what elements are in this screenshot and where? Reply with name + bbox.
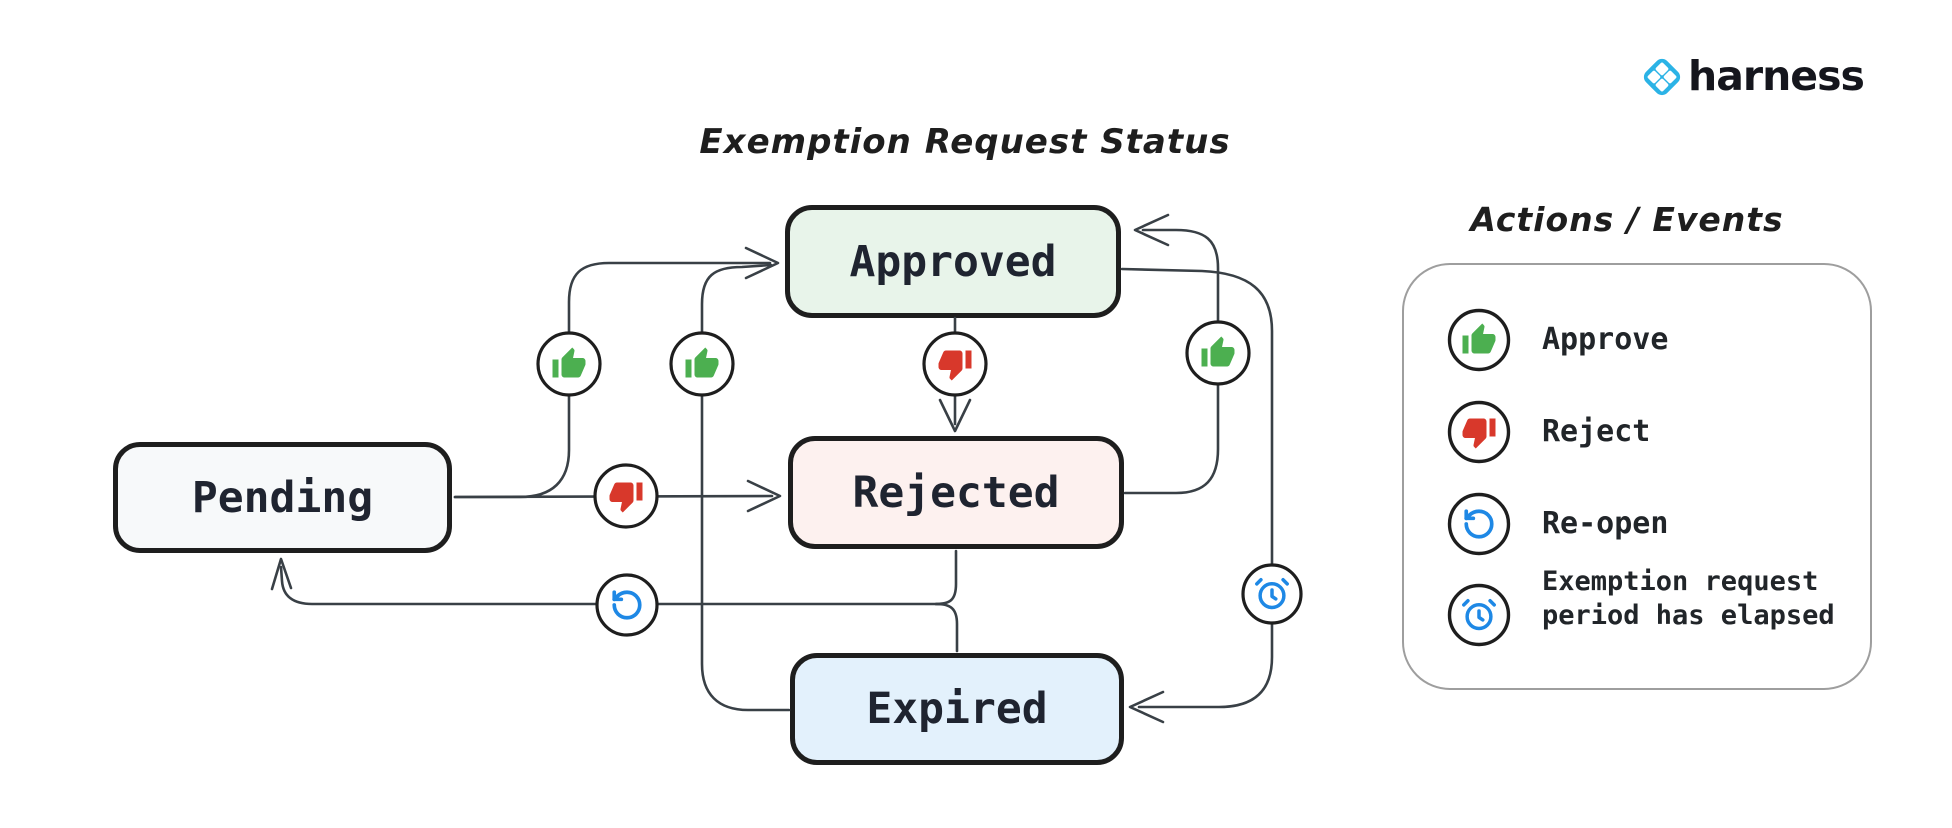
state-label-rejected: Rejected bbox=[852, 467, 1060, 518]
thumbs-down-icon bbox=[1447, 400, 1511, 464]
legend-label: Exemption request period has elapsed bbox=[1542, 566, 1835, 631]
edge-expired-reopen-branch bbox=[934, 602, 959, 653]
edge-reopen-pending bbox=[279, 565, 942, 606]
thumbs-up-icon bbox=[685, 347, 719, 378]
legend-panel: Approve Reject Re-open Exemption request… bbox=[1402, 263, 1872, 690]
edge-pending-rejected bbox=[453, 494, 774, 499]
thumbs-up-icon bbox=[1447, 308, 1511, 372]
state-node-approved: Approved bbox=[785, 205, 1121, 318]
badge-reject-from-pending bbox=[593, 463, 659, 529]
state-label-pending: Pending bbox=[191, 472, 374, 523]
edge-pending-approved bbox=[453, 261, 772, 499]
arrowhead-into-expired-right bbox=[1128, 690, 1165, 724]
edge-rejected-approved bbox=[1123, 228, 1220, 495]
thumbs-up-icon bbox=[1201, 336, 1235, 367]
arrowhead-into-rejected-left bbox=[746, 479, 782, 513]
badge-approve-from-pending bbox=[536, 331, 602, 397]
badge-reject-from-approved bbox=[922, 331, 988, 397]
badge-approve-from-expired bbox=[669, 331, 735, 397]
rotate-ccw-icon bbox=[1447, 492, 1511, 556]
edge-approved-expired bbox=[1120, 267, 1274, 709]
brand-harness: harness bbox=[1639, 51, 1865, 100]
brand-wordmark: harness bbox=[1688, 51, 1865, 100]
diagram-title: Exemption Request Status bbox=[699, 122, 1231, 162]
thumbs-down-icon bbox=[609, 482, 643, 513]
edge-expired-approved bbox=[700, 263, 791, 712]
edge-rejected-reopen-branch bbox=[934, 549, 958, 606]
rotate-ccw-icon bbox=[612, 590, 642, 620]
arrowhead-into-pending-bottom bbox=[270, 557, 293, 591]
badge-period-elapsed bbox=[1241, 563, 1303, 625]
alarm-clock-icon bbox=[1447, 583, 1511, 647]
legend-label: Re-open bbox=[1542, 506, 1669, 541]
state-label-approved: Approved bbox=[849, 236, 1057, 287]
legend-label: Approve bbox=[1542, 322, 1669, 357]
thumbs-up-icon bbox=[552, 347, 586, 378]
arrowhead-into-approved-right bbox=[1133, 213, 1170, 247]
arrowhead-into-rejected-top bbox=[938, 398, 972, 433]
alarm-clock-icon bbox=[1255, 578, 1289, 610]
arrowhead-into-approved-left bbox=[744, 246, 780, 280]
thumbs-down-icon bbox=[938, 350, 972, 381]
state-node-pending: Pending bbox=[113, 442, 452, 553]
legend-label: Reject bbox=[1542, 414, 1651, 449]
state-label-expired: Expired bbox=[866, 684, 1048, 734]
legend-title: Actions / Events bbox=[1470, 200, 1784, 239]
state-node-rejected: Rejected bbox=[788, 436, 1124, 549]
badge-approve-from-rejected bbox=[1185, 320, 1251, 386]
badge-reopen bbox=[595, 573, 659, 637]
state-node-expired: Expired bbox=[790, 653, 1124, 765]
harness-logo-icon bbox=[1643, 58, 1681, 96]
